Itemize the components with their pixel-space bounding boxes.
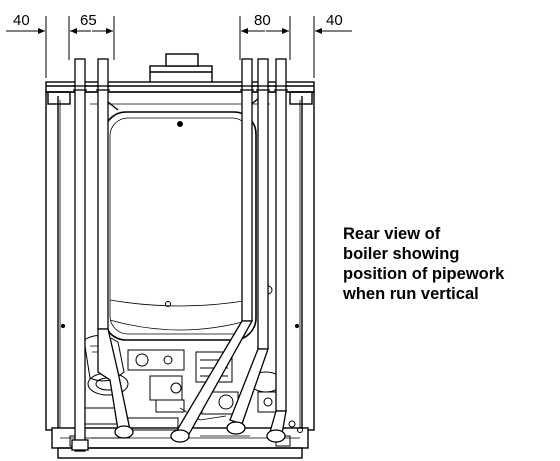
- pipe-left-outer: [74, 58, 86, 452]
- caption-line-1: Rear view of: [343, 225, 441, 243]
- pipe-right-3: [275, 58, 287, 412]
- dimension-label-right-40: 40: [326, 12, 343, 29]
- diagram-caption: Rear view of boiler showing position of …: [343, 224, 558, 304]
- boiler-casing: [45, 53, 315, 459]
- dimension-lines: [6, 16, 352, 78]
- pipework: [71, 58, 288, 452]
- caption-line-2: boiler showing: [343, 245, 460, 263]
- dimension-label-left-40: 40: [13, 12, 30, 29]
- dimension-label-80: 80: [254, 12, 271, 29]
- dimension-label-65: 65: [80, 12, 97, 29]
- pipe-right-2: [257, 58, 269, 350]
- pipe-right-1: [241, 58, 253, 322]
- caption-line-3: position of pipework: [343, 265, 505, 283]
- caption-line-4: when run vertical: [343, 285, 479, 303]
- expansion-vessel: [103, 111, 257, 341]
- pipe-left-inner: [97, 58, 109, 330]
